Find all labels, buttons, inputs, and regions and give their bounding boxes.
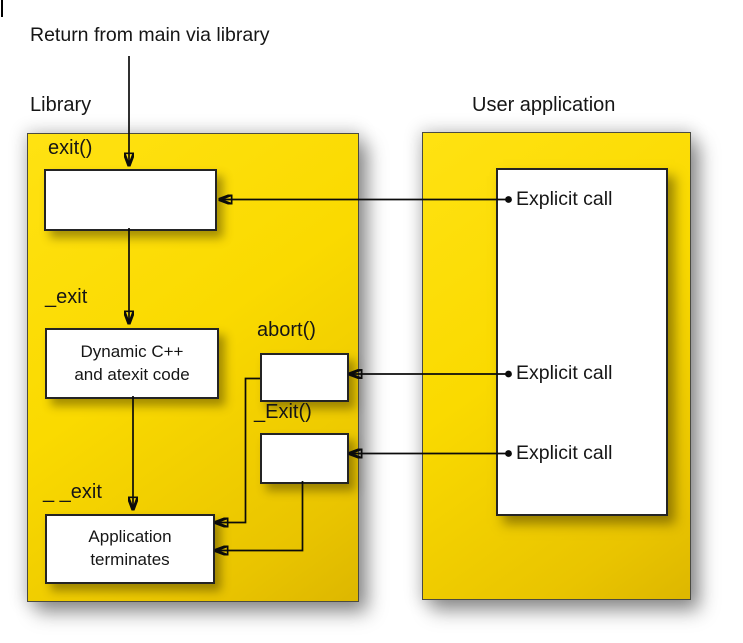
arrow-capital-exit-to-terminate — [215, 481, 304, 551]
abort-label: abort() — [257, 319, 316, 341]
exit-label: exit() — [48, 137, 93, 159]
explicit-call-3: Explicit call — [516, 442, 613, 464]
arrow-abort-to-terminate — [215, 377, 260, 523]
capital-exit-box — [260, 433, 349, 484]
abort-box — [260, 353, 349, 402]
capital-exit-label: _Exit() — [254, 401, 312, 423]
terminate-box-line2: terminates — [90, 550, 170, 569]
explicit-call-2: Explicit call — [516, 362, 613, 384]
bullet-icon — [505, 196, 512, 203]
dynamic-box-line2: and atexit code — [74, 364, 190, 384]
dynamic-box-line1: Dynamic C++ — [80, 341, 184, 361]
explicit-call-1: Explicit call — [516, 188, 613, 210]
double-underscore-exit-label: _ _exit — [43, 481, 102, 503]
return-from-main-label: Return from main via library — [30, 24, 270, 46]
user-application-heading: User application — [472, 94, 616, 116]
terminate-box-line1: Application — [88, 527, 172, 547]
dynamic-atexit-box: Dynamic C++ and atexit code — [45, 328, 219, 399]
exit-box — [44, 169, 217, 231]
underscore-exit-label: _exit — [45, 286, 88, 308]
bullet-icon — [505, 370, 512, 378]
library-heading: Library — [30, 94, 92, 116]
bullet-icon — [505, 450, 512, 457]
corner-tick-mark — [1, 0, 3, 17]
user-code-box — [496, 168, 668, 516]
application-terminates-box: Application terminates — [45, 514, 215, 584]
